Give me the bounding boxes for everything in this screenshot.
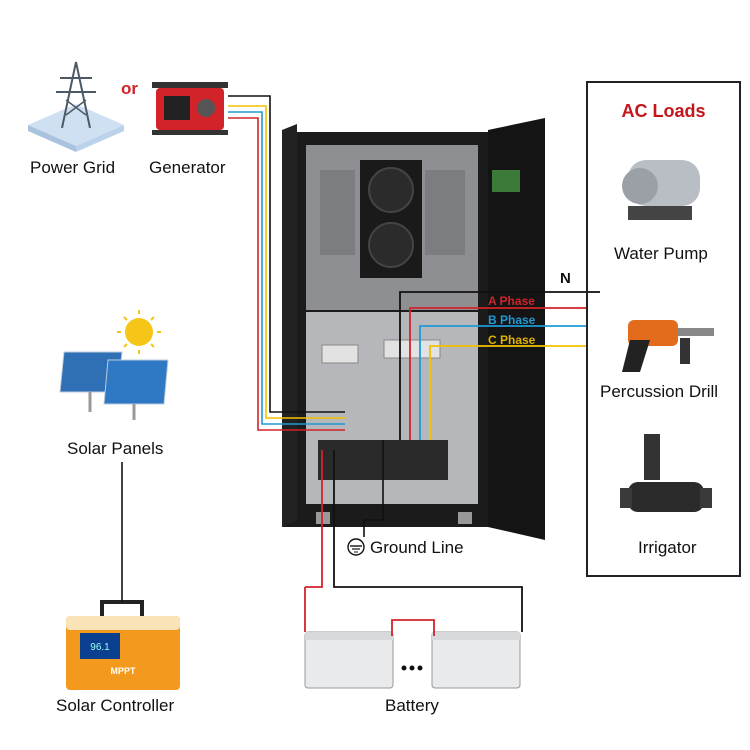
generator-feed-wires (228, 95, 345, 431)
ground-line-label: Ground Line (370, 538, 464, 557)
phase-a-label: A Phase (488, 294, 535, 308)
percussion-drill-icon (622, 320, 714, 372)
irrigator-label: Irrigator (638, 538, 697, 557)
phase-b-label: B Phase (488, 313, 536, 327)
water-pump-icon (622, 160, 700, 220)
ac-loads-title: AC Loads (621, 101, 706, 121)
generator-icon (152, 82, 228, 135)
phase-c-label: C Phase (488, 333, 536, 347)
ac-loads-box (586, 81, 741, 577)
water-pump-label: Water Pump (614, 244, 708, 263)
solar-panels-label: Solar Panels (67, 439, 164, 458)
battery-label: Battery (385, 696, 439, 715)
neutral-label: N (560, 270, 571, 287)
solar-controller-icon: 96.1 MPPT (66, 600, 180, 690)
power-grid-icon (28, 61, 124, 152)
battery-icon (304, 631, 521, 689)
battery-wires (304, 450, 523, 636)
sun-icon (117, 310, 161, 354)
ground-line-wire (347, 440, 384, 556)
solar-panels-icon (59, 351, 169, 420)
controller-display-value: 96.1 (90, 642, 110, 653)
percussion-drill-label: Percussion Drill (600, 382, 719, 401)
power-grid-label: Power Grid (30, 158, 116, 177)
controller-brand: MPPT (110, 666, 136, 676)
ac-output-wires (399, 291, 600, 440)
or-label: or (121, 79, 138, 98)
solar-controller-label: Solar Controller (56, 696, 175, 715)
irrigator-valve-icon (620, 434, 712, 512)
generator-label: Generator (149, 158, 226, 177)
